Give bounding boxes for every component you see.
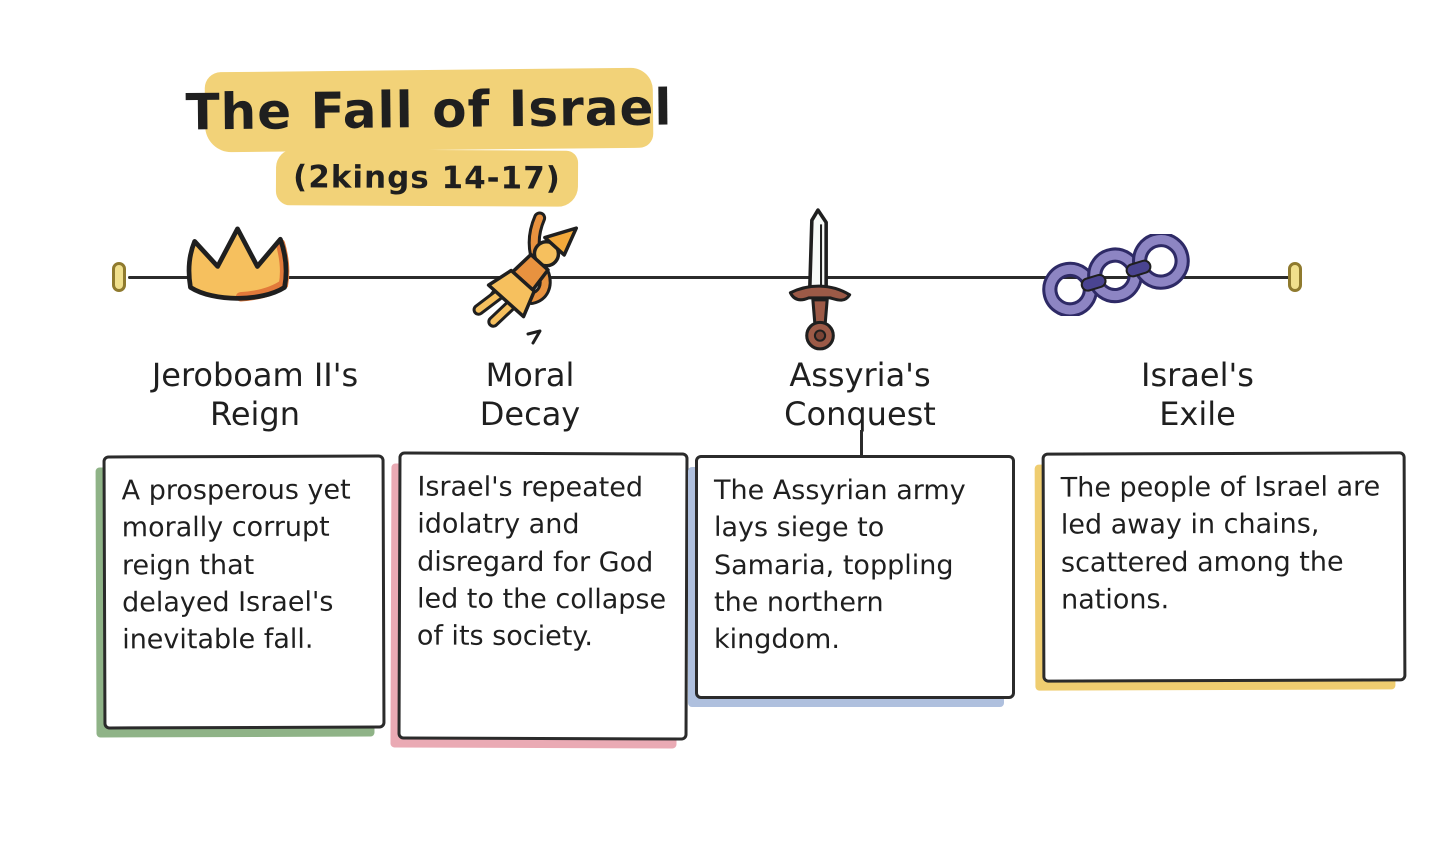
card-moral-decay: Israel's repeated idolatry and disregard… bbox=[397, 451, 689, 741]
stage-label-line1: Assyria's bbox=[789, 356, 931, 394]
chains-icon bbox=[1036, 232, 1198, 320]
stage-label-line1: Jeroboam II's bbox=[151, 356, 359, 394]
stage-label-line2: Exile bbox=[1159, 395, 1236, 434]
timeline-end-cap bbox=[1288, 262, 1302, 292]
title-highlight: The Fall of Israel bbox=[185, 67, 673, 153]
card-israel-exile: The people of Israel are led away in cha… bbox=[1041, 451, 1407, 683]
stage-label-line2: Decay bbox=[479, 395, 581, 434]
stage-label-line1: Israel's bbox=[1141, 356, 1254, 394]
stage-label-moral-decay: Moral Decay bbox=[420, 356, 640, 434]
card-text: A prosperous yet morally corrupt reign t… bbox=[121, 474, 351, 656]
timeline-start-cap bbox=[112, 262, 126, 292]
card-assyria-conquest: The Assyrian army lays siege to Samaria,… bbox=[695, 455, 1015, 699]
label-card-connector bbox=[860, 430, 863, 457]
stage-label-line2: Conquest bbox=[784, 395, 936, 434]
stage-label-exile: Israel's Exile bbox=[1090, 356, 1305, 434]
card-text: Israel's repeated idolatry and disregard… bbox=[416, 471, 667, 653]
stage-label-assyria: Assyria's Conquest bbox=[745, 356, 975, 434]
card-text: The people of Israel are led away in cha… bbox=[1060, 471, 1381, 616]
card-text: The Assyrian army lays siege to Samaria,… bbox=[714, 475, 966, 655]
stage-label-jeroboam: Jeroboam II's Reign bbox=[120, 356, 390, 434]
falling-person-icon bbox=[468, 208, 593, 357]
stage-label-line1: Moral bbox=[485, 356, 575, 394]
card-jeroboam-reign: A prosperous yet morally corrupt reign t… bbox=[102, 454, 386, 730]
timeline-line bbox=[128, 276, 1293, 279]
subtitle-highlight: (2kings 14-17) bbox=[275, 149, 579, 207]
sword-icon bbox=[778, 206, 860, 358]
crown-icon bbox=[180, 220, 295, 319]
stage-label-line2: Reign bbox=[210, 395, 300, 434]
page-title: The Fall of Israel bbox=[185, 78, 673, 142]
page-subtitle: (2kings 14-17) bbox=[293, 159, 561, 197]
